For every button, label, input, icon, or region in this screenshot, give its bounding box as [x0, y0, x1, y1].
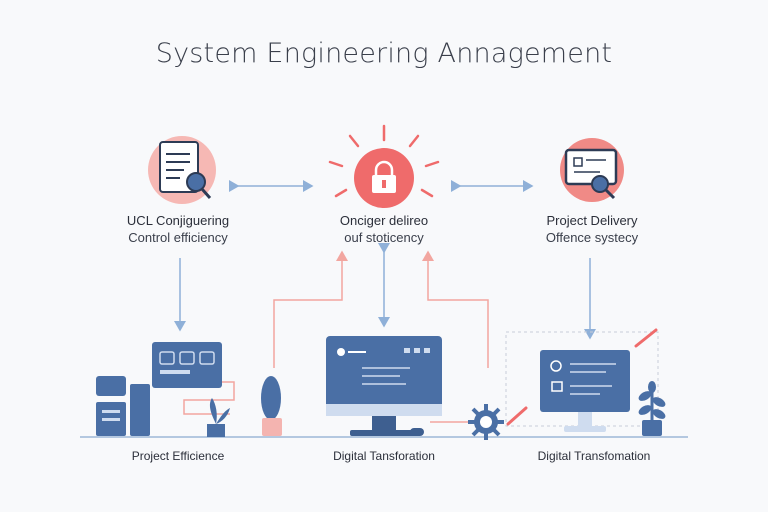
- desktop-monitor-icon: [326, 336, 442, 436]
- document-search-icon: [148, 136, 216, 204]
- node-subtitle: ouf stoticency: [344, 230, 424, 245]
- arrow-red-right: [422, 250, 489, 368]
- node-subtitle: Control efficiency: [128, 230, 228, 245]
- devices-cluster: [96, 342, 235, 436]
- arrow-red-left: [273, 250, 348, 368]
- node-title: Project Delivery: [546, 213, 638, 228]
- plant-icon: [638, 381, 666, 436]
- plant-icon: [207, 398, 230, 437]
- bottom-label-center: Digital Tansforation: [333, 449, 435, 463]
- node-title: Onciger delireo: [339, 213, 429, 228]
- bottom-label-left: Project Efficience: [131, 449, 225, 463]
- presentation-search-icon: [560, 138, 624, 202]
- right-workstation: [505, 328, 659, 432]
- node-subtitle: Offence systecy: [545, 230, 639, 245]
- bottom-label-right: Digital Transfomation: [537, 449, 651, 463]
- node-label-center: Onciger delireo ouf stoticency: [274, 212, 494, 246]
- diagram-title: System Engineering Annagement: [155, 38, 613, 69]
- node-label-right: Project Delivery Offence systecy: [482, 212, 702, 246]
- padlock-icon: [328, 124, 440, 208]
- node-title: UCL Conjiguering: [126, 213, 230, 228]
- node-label-left: UCL Conjiguering Control efficiency: [68, 212, 288, 246]
- gear-icon: [430, 404, 504, 440]
- plant-icon: [261, 376, 282, 436]
